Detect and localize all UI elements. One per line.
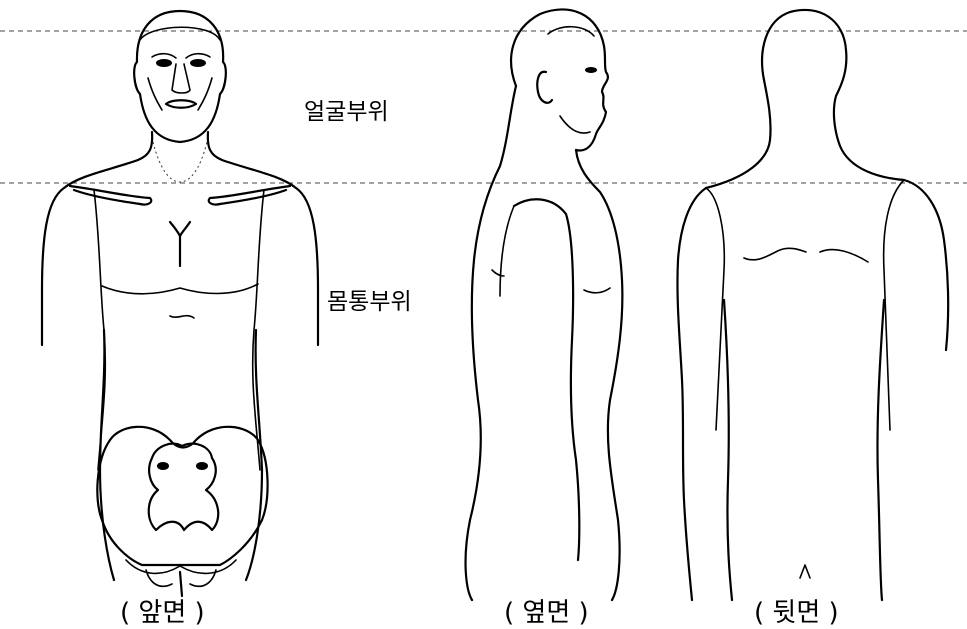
side-view-caption: ( 옆면 ) — [504, 598, 589, 628]
face-region-label: 얼굴부위 — [304, 99, 389, 125]
torso-region-label: 몸통부위 — [327, 289, 412, 315]
front-figure — [40, 9, 320, 598]
side-figure — [464, 8, 624, 602]
back-figure — [676, 8, 950, 602]
back-view-caption: ( 뒷면 ) — [754, 598, 839, 628]
front-view-caption: ( 앞면 ) — [120, 598, 205, 628]
